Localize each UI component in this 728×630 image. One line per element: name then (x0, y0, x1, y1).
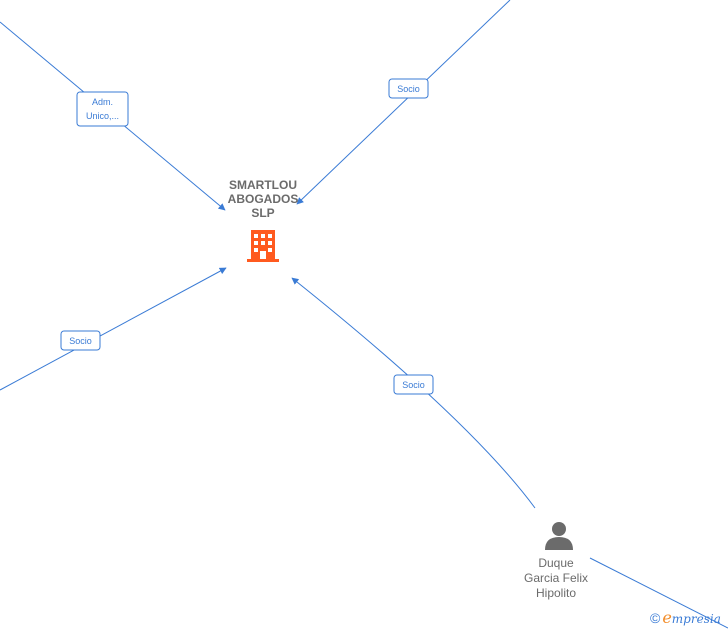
edge-label-adm-unico[interactable]: Adm. Unico,... (76, 91, 129, 127)
edge-person-outgoing-line (589, 557, 728, 629)
copyright-symbol: © (650, 609, 661, 626)
edge-label-line-1: Adm. (92, 97, 113, 107)
company-name-line-3: SLP (251, 206, 275, 220)
edge-label-socio-top-right[interactable]: Socio (388, 78, 429, 99)
edge-label-text: Socio (402, 380, 425, 390)
empresia-logo[interactable]: empresia (662, 608, 721, 627)
company-name-line-2: ABOGADOS (227, 192, 299, 206)
edge-label-socio-person[interactable]: Socio (393, 374, 434, 395)
edge-label-socio-left[interactable]: Socio (60, 330, 101, 351)
edge-person-line (291, 277, 536, 509)
copyright-footer: © empresia (650, 608, 721, 627)
empresia-logo-rest: mpresia (671, 612, 721, 626)
company-name-line-1: SMARTLOU (229, 178, 297, 192)
edge-label-text: Socio (69, 336, 92, 346)
person-name-line-3: Hipolito (535, 586, 577, 600)
person-name-line-1: Duque (538, 556, 574, 570)
edge-top-right-line (296, 0, 511, 205)
building-icon[interactable] (247, 230, 279, 262)
person-icon[interactable] (545, 522, 573, 550)
company-node-name[interactable]: SMARTLOU ABOGADOS SLP (213, 178, 313, 220)
edge-label-line-2: Unico,... (86, 111, 119, 121)
edge-label-text: Socio (397, 84, 420, 94)
edge-left-line (0, 267, 227, 391)
person-name-line-2: Garcia Felix (523, 571, 588, 585)
person-node-name[interactable]: Duque Garcia Felix Hipolito (506, 556, 606, 601)
empresia-logo-e: e (662, 608, 672, 627)
